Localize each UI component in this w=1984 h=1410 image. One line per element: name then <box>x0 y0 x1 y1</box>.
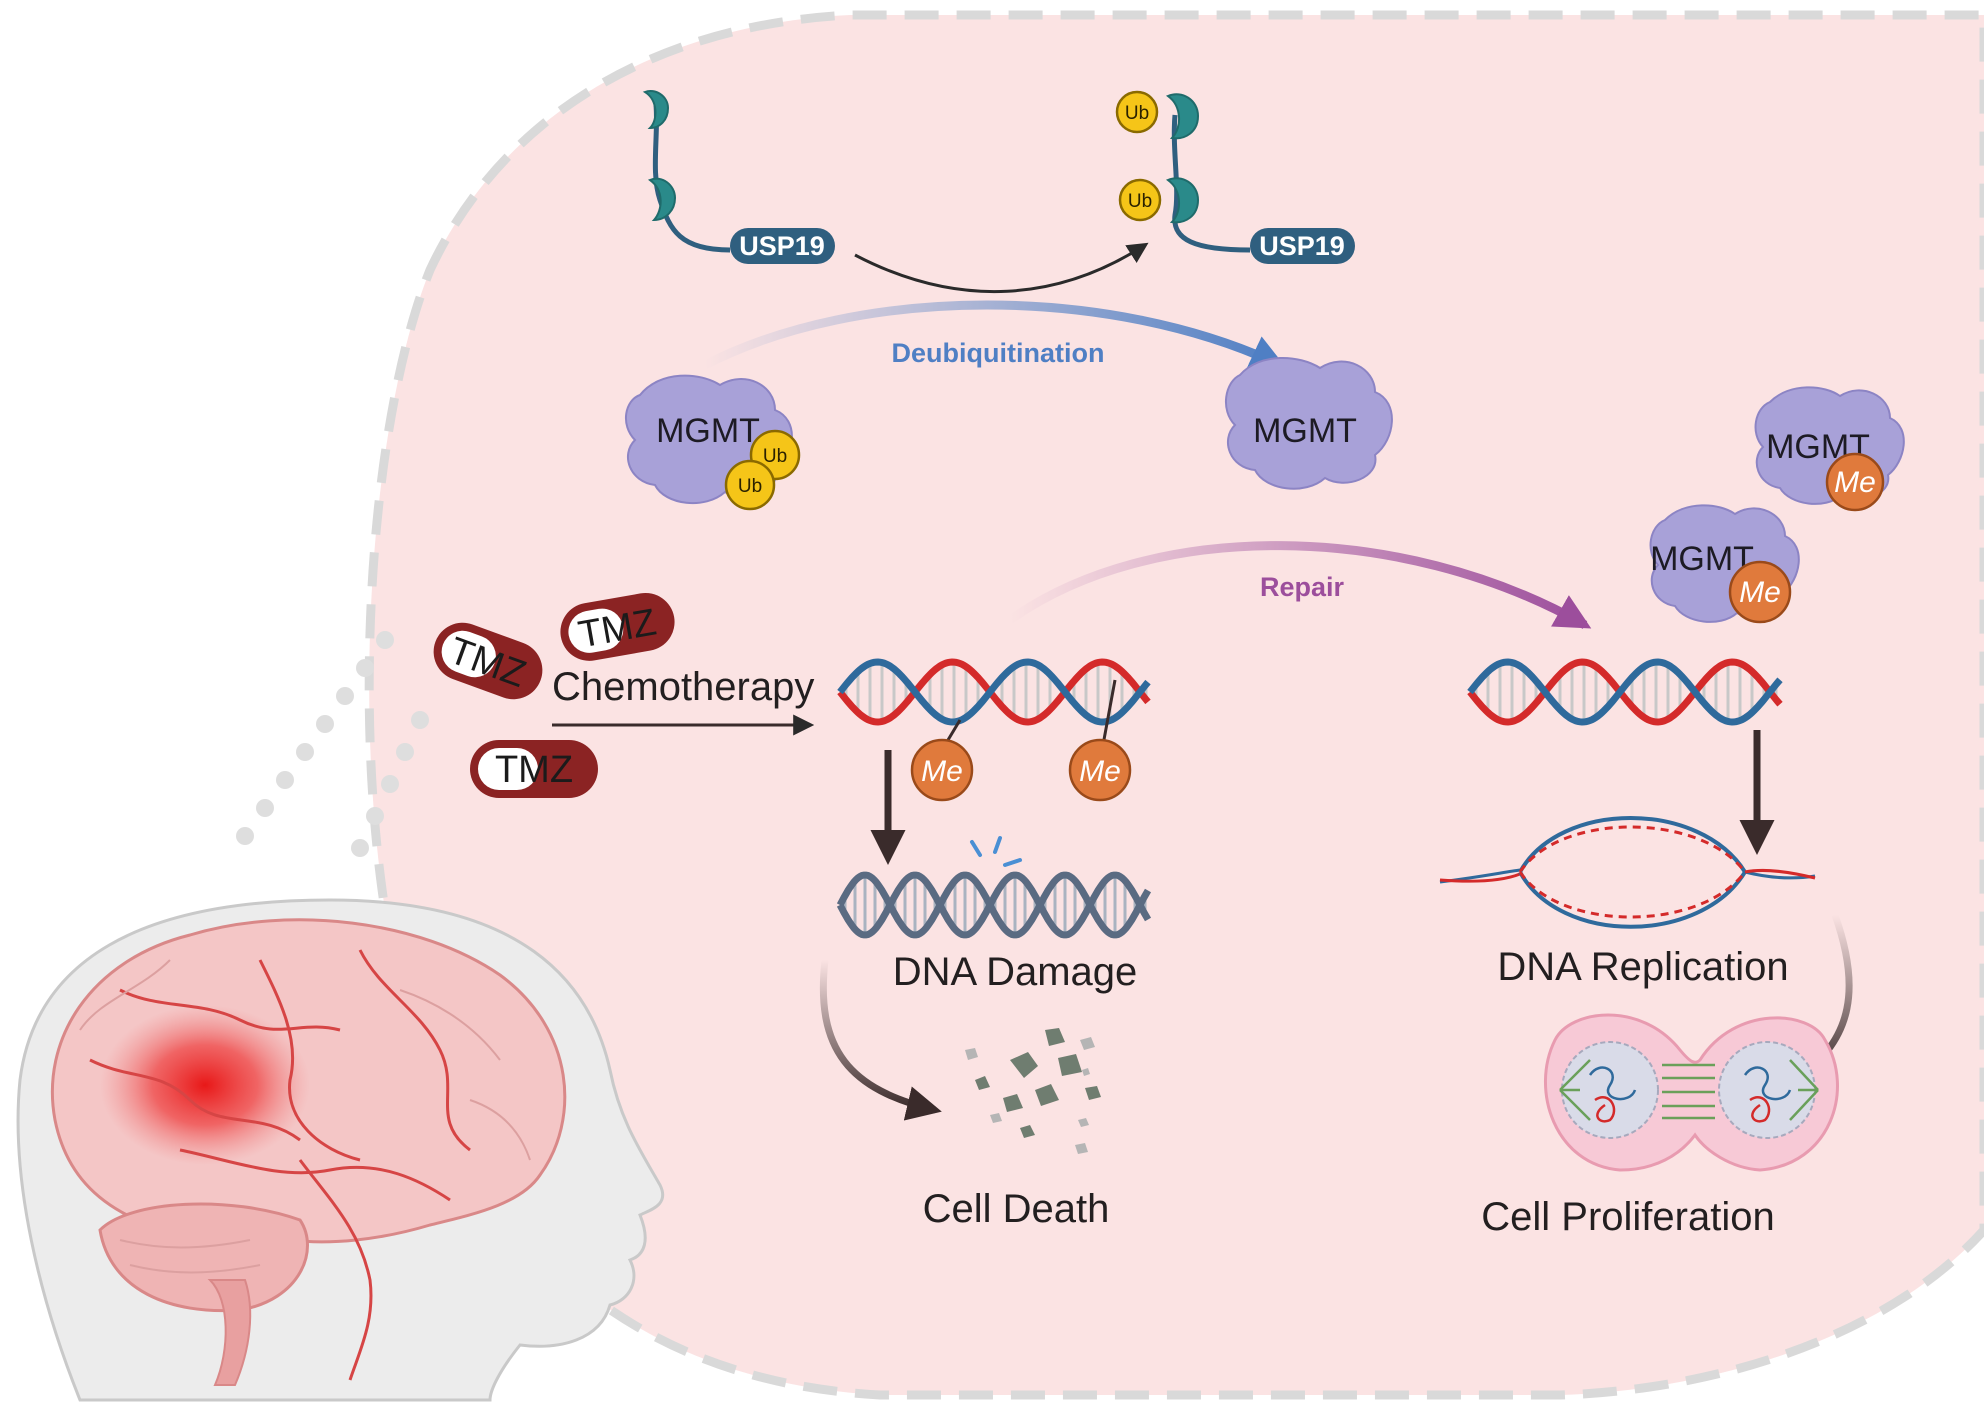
dna-repaired <box>1467 658 1783 726</box>
tmz-pill-2: TMZ <box>560 592 675 661</box>
dna-damage-label: DNA Damage <box>893 950 1138 994</box>
cell-proliferation-label: Cell Proliferation <box>1481 1195 1774 1239</box>
repair-label: Repair <box>1260 572 1345 602</box>
usp19-activation-arrow <box>854 242 1149 294</box>
me-label: Me <box>1834 466 1876 499</box>
ub-label: Ub <box>1125 103 1149 124</box>
dna-replication-bubble <box>1439 816 1816 929</box>
mgmt-stabilized: MGMT <box>1224 357 1393 490</box>
deubiquitination-label: Deubiquitination <box>892 338 1105 368</box>
usp19-label-left: USP19 <box>739 231 825 261</box>
ub-bead <box>1115 90 1159 134</box>
methyl-group <box>1728 560 1792 624</box>
mgmt-label: MGMT <box>656 412 760 450</box>
methyl-group <box>910 738 974 802</box>
zoom-connector-lines <box>236 631 429 857</box>
ub-label: Ub <box>763 446 787 467</box>
chemotherapy-label: Chemotherapy <box>552 665 814 709</box>
usp19-left: USP19 <box>642 90 835 264</box>
tmz-pill-3: TMZ <box>470 740 598 798</box>
ub-label: Ub <box>738 476 762 497</box>
break-marks <box>970 836 1022 867</box>
deubiquitination-arrow <box>702 300 1287 370</box>
tmz-label: TMZ <box>495 749 573 791</box>
cell-death-label: Cell Death <box>923 1187 1110 1231</box>
brain <box>50 918 567 1386</box>
methyl-group <box>1825 452 1885 512</box>
mgmt-methylated-2: MGMT Me <box>1649 504 1800 624</box>
repair-arrow <box>1007 541 1592 629</box>
usp19-right: USP19 Ub Ub <box>1115 90 1355 264</box>
dna-replication-label: DNA Replication <box>1497 945 1788 989</box>
me-label: Me <box>1079 755 1121 788</box>
dividing-cell <box>1543 1013 1839 1172</box>
methyl-group <box>1068 738 1132 802</box>
dna-methylated: Me Me <box>837 658 1151 802</box>
ub-bead <box>724 459 776 511</box>
dna-damaged <box>836 836 1152 939</box>
mgmt-methylated-1: MGMT Me <box>1754 386 1905 512</box>
ub-label: Ub <box>1128 191 1152 212</box>
cell-debris <box>965 1028 1101 1154</box>
me-label: Me <box>1739 576 1781 609</box>
usp19-label-right: USP19 <box>1259 231 1345 261</box>
mgmt-label: MGMT <box>1253 412 1357 450</box>
me-label: Me <box>921 755 963 788</box>
mgmt-ubiquitinated: MGMT Ub Ub <box>625 374 801 511</box>
ub-bead <box>1118 178 1162 222</box>
arrow-to-cell-death <box>819 959 942 1121</box>
